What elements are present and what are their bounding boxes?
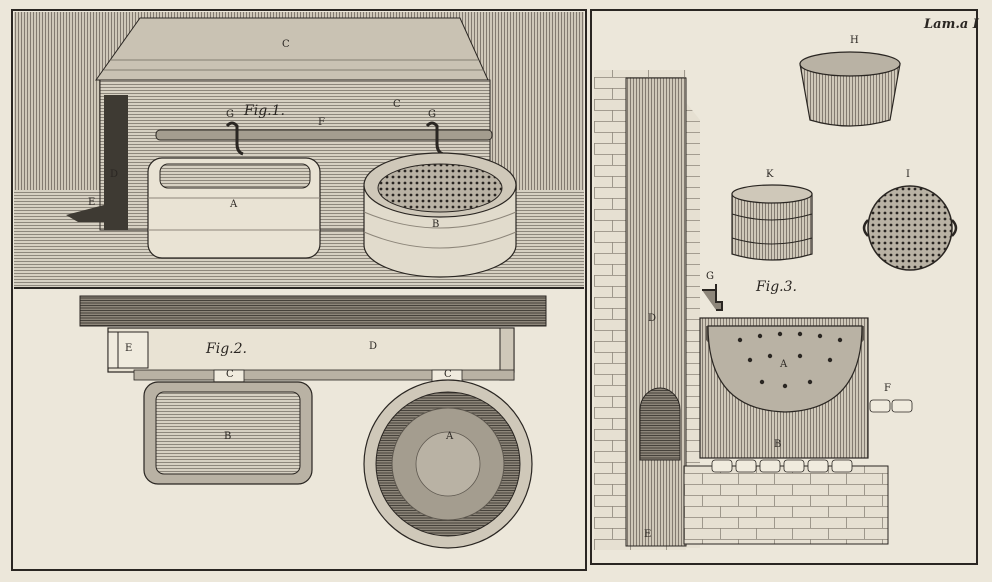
fig3-label-chimney: D (648, 313, 657, 324)
fig1-label-tap-left: G (226, 109, 234, 120)
fig1-doorway (104, 95, 128, 230)
fig1-roof (95, 17, 489, 81)
fig3-tap (702, 284, 723, 311)
fig3-furnace-base (683, 465, 889, 545)
fig3-kettle-h (799, 63, 901, 127)
fig1-tap-left (225, 121, 244, 156)
fig3-chimney (625, 77, 687, 547)
fig2-caption: Fig.2. (206, 341, 247, 357)
fig1-label-door: D (110, 169, 119, 180)
fig3-caption: Fig.3. (756, 279, 797, 295)
fig1-label-tub-b: B (432, 219, 440, 230)
left-panel-border (11, 9, 587, 571)
fig1-tap-right (425, 121, 444, 156)
fig2-end-box (107, 331, 149, 369)
right-panel-border (590, 9, 978, 565)
fig1-label-pipe: F (318, 117, 325, 128)
fig3-label-kettle-h: H (850, 35, 859, 46)
fig2-label-tub-a: A (446, 431, 454, 442)
fig2-label-outlet-right: C (444, 369, 452, 380)
fig1-label-step: E (88, 197, 96, 208)
fig3-label-tap: G (706, 271, 714, 282)
fig3-pail-k (731, 193, 813, 261)
fig2-label-tub-b: B (224, 431, 232, 442)
fig3-furnace (594, 51, 958, 550)
fig3-label-cauldron: A (780, 359, 788, 370)
fig2-label-outlet-left: C (226, 369, 234, 380)
fig3-label-pail-k: K (766, 169, 774, 180)
fig1-label-roof: C (282, 39, 290, 50)
fig1-label-tap-right: G (428, 109, 436, 120)
fig2-plan (79, 295, 547, 549)
fig3-ash-door (639, 387, 681, 461)
fig2-channel (107, 327, 515, 373)
fig3-label-firebox: B (774, 439, 782, 450)
fig3-label-base: E (644, 529, 652, 540)
fig3-strainer-i (867, 185, 953, 271)
fig1-step (66, 205, 104, 222)
fig3-cauldron (707, 325, 863, 413)
fig3-label-strainer-i: I (906, 169, 910, 180)
fig2-label-channel: D (369, 341, 378, 352)
fig1-scene (14, 12, 584, 289)
fig1-pipe (155, 129, 493, 141)
fig1-caption: Fig.1. (244, 103, 285, 119)
fig3-label-ledge: F (884, 383, 891, 394)
plate-number: Lam.a I (924, 17, 979, 32)
fig2-wall (79, 295, 547, 327)
fig2-label-end: E (125, 343, 133, 354)
fig1-label-tub-a: A (230, 199, 238, 210)
fig1-label-wall: C (393, 99, 401, 110)
